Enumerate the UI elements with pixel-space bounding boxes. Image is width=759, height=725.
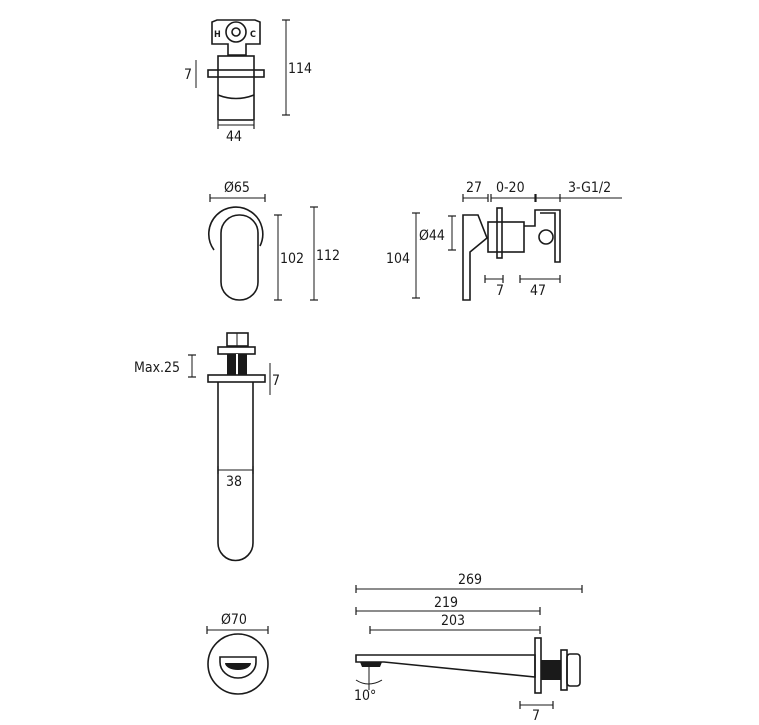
handle-height-label: 102 <box>280 251 304 267</box>
max-wall-label: Max.25 <box>134 360 180 376</box>
flange-7-side-label: 7 <box>496 283 504 299</box>
spout-end-view: Ø70 <box>206 612 269 695</box>
body-diameter-label: Ø44 <box>419 228 445 244</box>
projection-label: 219 <box>434 595 458 611</box>
cold-mark: C <box>250 30 256 40</box>
adjust-range-label: 0-20 <box>496 180 525 196</box>
valve-top-view: H C 114 7 44 <box>184 19 312 145</box>
valve-side-view: 104 Ø44 27 0-20 3-G1/2 7 47 <box>386 180 622 301</box>
handle-depth-label: 27 <box>466 180 482 196</box>
spout-flange-7-label: 7 <box>272 373 280 389</box>
handle-front-view: Ø65 102 112 <box>207 180 340 301</box>
height-114-label: 114 <box>288 61 312 77</box>
spout-front-view: Max.25 7 38 <box>134 332 280 562</box>
escutcheon-diameter-label: Ø65 <box>224 180 250 196</box>
hot-mark: H <box>214 30 221 40</box>
width-44-label: 44 <box>226 129 242 145</box>
overall-length-label: 269 <box>458 572 482 588</box>
spout-side-view: 269 219 203 10° 7 <box>354 572 583 724</box>
spout-width-label: 38 <box>226 474 242 490</box>
thread-label: 3-G1/2 <box>568 180 611 196</box>
end-diameter-label: Ø70 <box>221 612 247 628</box>
flange-7-label: 7 <box>184 67 192 83</box>
overall-height-104-label: 104 <box>386 251 410 267</box>
body-depth-label: 47 <box>530 283 546 299</box>
side-flange-7-label: 7 <box>532 708 540 724</box>
overall-height-label: 112 <box>316 248 340 264</box>
angle-label: 10° <box>354 688 376 704</box>
spout-length-label: 203 <box>441 613 465 629</box>
